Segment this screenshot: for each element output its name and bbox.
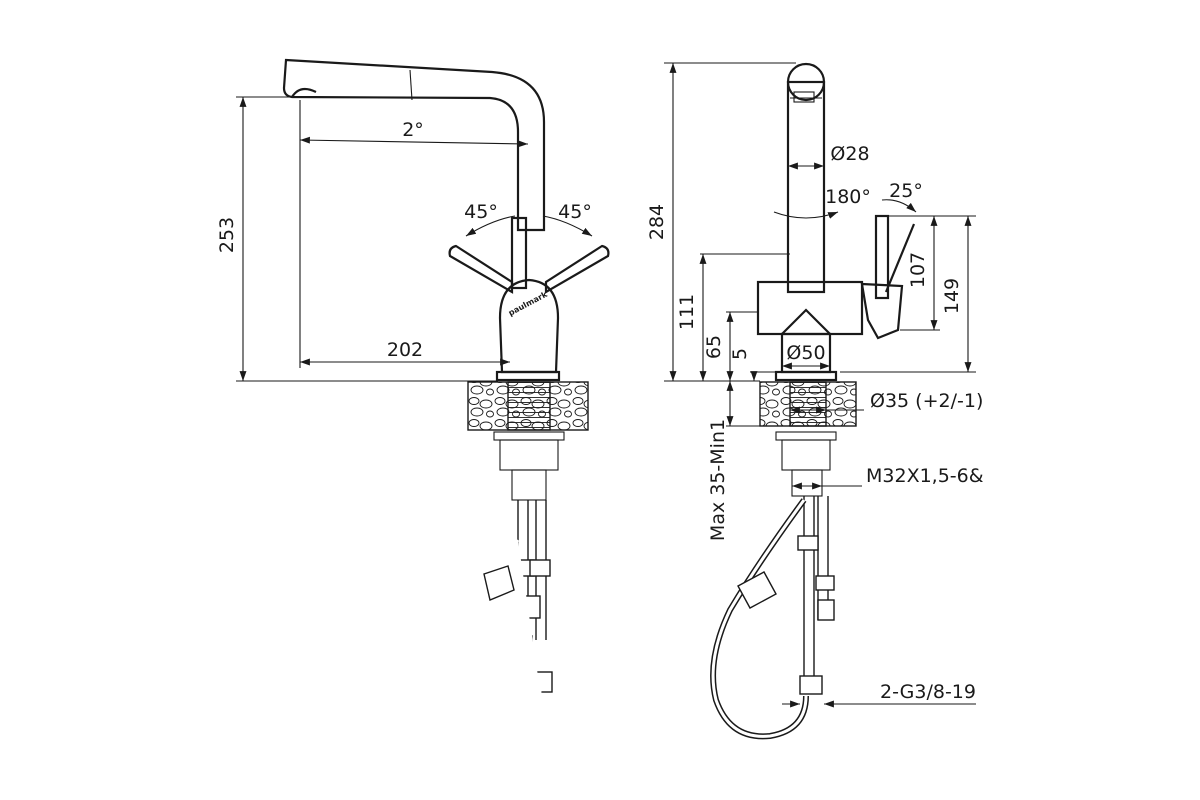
spout-angle-label: 2° bbox=[402, 119, 424, 141]
side-handles bbox=[448, 244, 610, 294]
brand-mark: paulmark bbox=[507, 290, 549, 318]
faucet-body: paulmark bbox=[495, 216, 561, 382]
spout-diameter-label: Ø28 bbox=[830, 143, 869, 165]
supply-hoses bbox=[458, 500, 553, 730]
body-height-111-label: 111 bbox=[676, 294, 698, 330]
handle-angle-left-label: 45° bbox=[464, 201, 498, 223]
counter-thickness-label: Max 35-Min1 bbox=[707, 419, 729, 541]
body-height-149-label: 149 bbox=[941, 278, 963, 314]
connection-spec-label: 2-G3/8-19 bbox=[880, 681, 976, 703]
lever-angle-label: 25° bbox=[889, 180, 923, 202]
threaded-shank bbox=[511, 469, 547, 501]
hole-diameter-label: Ø35 (+2/-1) bbox=[870, 390, 983, 412]
mounting-nut bbox=[499, 439, 559, 471]
handle-angle-right-label: 45° bbox=[558, 201, 592, 223]
side-mounting-nut bbox=[781, 439, 831, 471]
height-dimension-label: 253 bbox=[216, 217, 238, 253]
side-view: 180° Ø28 25° 284 111 65 5 Ø50 107 bbox=[646, 62, 984, 740]
base-diameter-label: Ø50 bbox=[786, 342, 825, 364]
base-65-label: 65 bbox=[703, 335, 725, 359]
reach-dimension-label: 202 bbox=[387, 339, 423, 361]
side-threaded-shank bbox=[791, 469, 823, 497]
side-supply-hoses bbox=[710, 496, 835, 740]
side-body bbox=[756, 214, 916, 382]
body-height-107-label: 107 bbox=[907, 252, 929, 288]
side-spout bbox=[786, 62, 826, 294]
total-height-label: 284 bbox=[646, 204, 668, 240]
swivel-label: 180° bbox=[825, 186, 871, 208]
front-view: paulmark 45° 45° 2° 202 253 bbox=[216, 58, 610, 730]
spout bbox=[282, 58, 546, 232]
thread-spec-label: M32X1,5-6& bbox=[866, 465, 984, 487]
base-5-label: 5 bbox=[729, 348, 751, 360]
